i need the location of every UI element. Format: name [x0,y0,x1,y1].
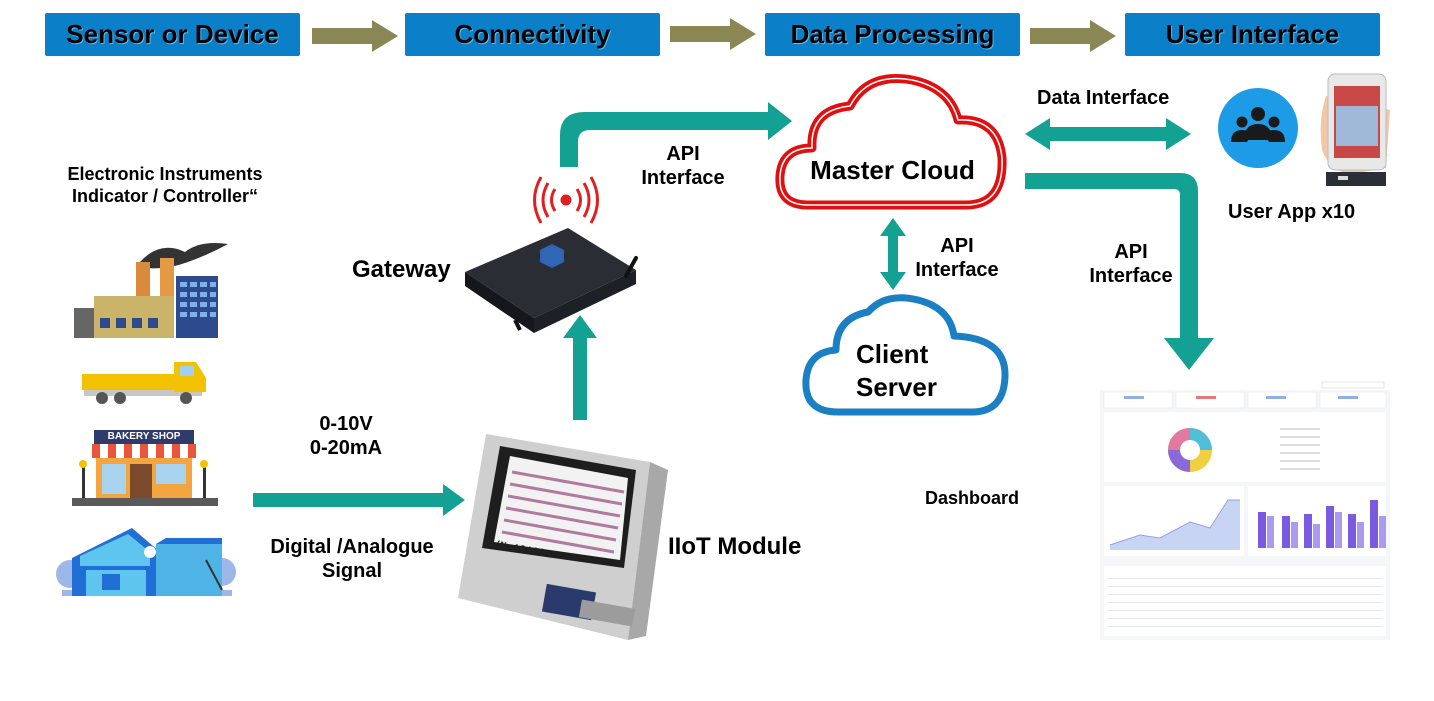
api-interface-client-label: API Interface [904,234,1010,282]
arrow-gateway-to-cloud [560,102,792,167]
master-cloud-label: Master Cloud [810,155,975,185]
iiot-module-device-icon [458,434,668,640]
master-cloud-icon [775,74,1007,210]
api-interface-gateway-label: API Interface [628,142,738,190]
client-server-cloud-icon [802,294,1009,416]
client-server-line2: Server [856,371,937,402]
signal-type-line2: Signal [321,560,382,582]
signal-range-label: 0-10V 0-20mA [300,412,392,460]
stage-arrow-3 [1030,20,1116,52]
dashboard-screenshot-icon [1100,380,1390,640]
arrow-signal-to-module [253,484,465,516]
api-interface-client-line2: Interface [915,259,999,281]
user-app-label: User App x10 [1228,201,1356,223]
api-interface-client-line1: API [940,235,974,257]
instruments-label-line2: Indicator / Controller“ [71,185,258,206]
dashboard-label: Dashboard [925,488,1020,508]
instruments-label: Electronic Instruments Indicator / Contr… [52,164,278,207]
stage-header-sensor: Sensor or Device [45,13,300,56]
api-interface-dashboard-line2: Interface [1089,265,1173,287]
iiot-module-label: IIoT Module [668,533,802,560]
stage-header-ui: User Interface [1125,13,1380,56]
truck-icon [82,362,206,404]
api-interface-dashboard-label: API Interface [1078,240,1184,288]
api-interface-dashboard-line1: API [1114,241,1148,263]
flow-arrows [253,102,1214,516]
phone-in-hand-icon [1320,73,1390,186]
instruments-label-line1: Electronic Instruments [67,164,263,184]
wireless-signal-icon [533,176,599,224]
users-group-icon [1218,88,1298,168]
signal-current-label: 0-20mA [309,437,383,459]
arrow-data-interface [1025,118,1191,150]
stage-arrows [312,18,1116,52]
client-server-line1: Client [856,339,929,369]
data-interface-label: Data Interface [1037,87,1170,109]
client-server-label: Client Server [856,338,937,403]
arrow-cloud-to-dashboard [1025,173,1214,370]
factory-icon [74,243,228,338]
stage-arrow-2 [670,18,756,50]
api-interface-gateway-line2: Interface [641,167,725,189]
api-interface-gateway-line1: API [666,143,700,165]
stage-header-processing: Data Processing [765,13,1020,56]
signal-type-line1: Digital /Analogue [270,536,434,558]
signal-type-label: Digital /Analogue Signal [262,535,442,583]
gateway-device-icon [465,228,638,333]
stage-header-connectivity: Connectivity [405,13,660,56]
stage-arrow-1 [312,20,398,52]
bakery-shop-icon [72,430,218,506]
bakery-shop-sign: BAKERY SHOP [107,431,181,442]
arrow-module-to-gateway [563,315,597,420]
solar-house-icon [56,528,236,596]
gateway-label: Gateway [352,256,451,283]
signal-voltage-label: 0-10V [319,413,373,435]
arrow-cloud-client [880,218,906,290]
